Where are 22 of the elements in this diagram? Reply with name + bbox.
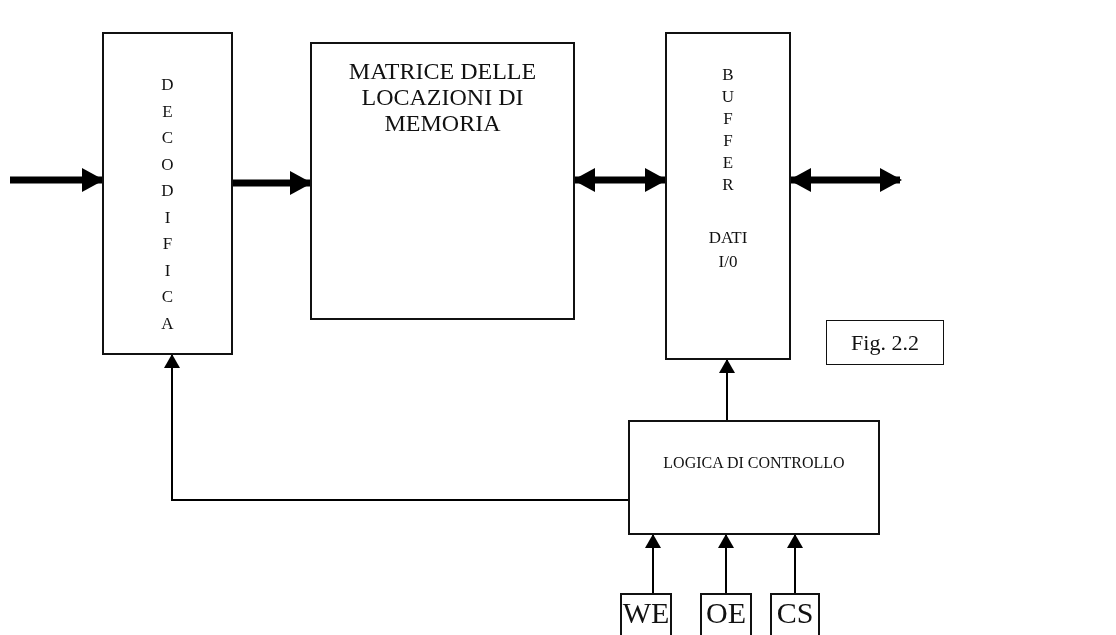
arrow (233, 171, 312, 195)
arrow (719, 359, 735, 421)
box-text: CS (776, 595, 814, 631)
vertical-text: DECODIFICA (161, 74, 174, 335)
arrow (645, 534, 661, 594)
data-buffer-box (665, 32, 791, 360)
vertical-text: BUFFER (721, 64, 735, 196)
control-logic-box (628, 420, 880, 535)
figure-label-box (826, 320, 944, 365)
decoder-box (102, 32, 233, 355)
box-text: WE (622, 595, 670, 631)
arrow (718, 534, 734, 594)
box-text: Fig. 2.2 (851, 329, 919, 356)
arrow (164, 354, 629, 501)
box-text: OE (706, 595, 746, 631)
memory-matrix-box (310, 42, 575, 320)
box-text: DATI I/0 (707, 227, 749, 273)
arrow (787, 534, 803, 594)
box-text: MATRICE DELLE LOCAZIONI DI MEMORIA (347, 58, 538, 136)
signal-box (770, 593, 820, 635)
signal-box (700, 593, 752, 635)
box-text: LOGICA DI CONTROLLO (663, 453, 845, 473)
